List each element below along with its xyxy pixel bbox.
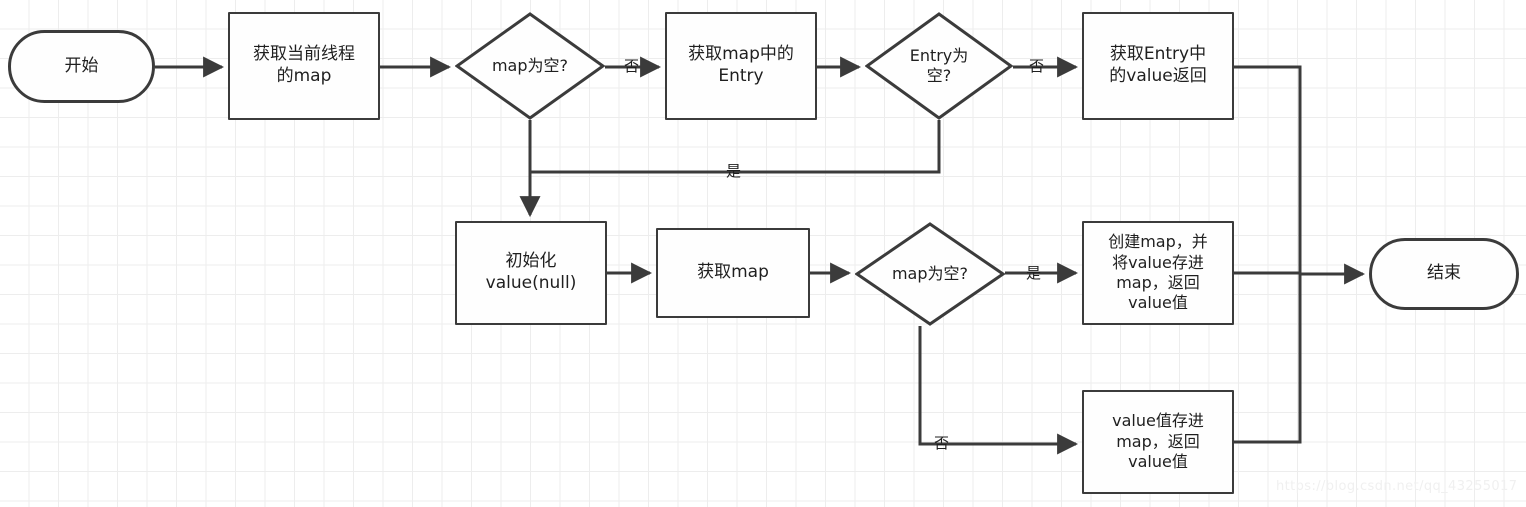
edge-storevalue-to-rail <box>1234 274 1302 444</box>
node-get-thread-map[interactable]: 获取当前线程 的map <box>228 12 380 120</box>
diamond-shape <box>455 12 605 120</box>
node-store-value[interactable]: value值存进 map，返回 value值 <box>1082 390 1234 494</box>
node-label: Entry为 空? <box>909 45 969 85</box>
edge-label-no-1: 否 <box>624 57 640 75</box>
node-label: map为空? <box>491 55 569 75</box>
node-label: 获取map <box>697 262 769 283</box>
edge-returnvalue-to-end <box>1234 65 1366 285</box>
diamond-shape <box>865 12 1013 120</box>
node-label: map为空? <box>891 263 969 283</box>
node-label: 结束 <box>1427 263 1461 284</box>
node-get-entry[interactable]: 获取map中的 Entry <box>665 12 817 120</box>
node-entry-empty[interactable]: Entry为 空? <box>865 12 1013 120</box>
node-label: 初始化 value(null) <box>485 251 577 293</box>
node-label: 获取map中的 Entry <box>688 44 794 86</box>
node-get-map[interactable]: 获取map <box>656 228 810 318</box>
edge-label-no-2: 否 <box>1029 57 1045 75</box>
node-start[interactable]: 开始 <box>8 30 155 103</box>
node-label: 获取当前线程 的map <box>253 44 355 86</box>
node-label: 创建map，并 将value存进 map，返回 value值 <box>1108 232 1208 313</box>
node-label: value值存进 map，返回 value值 <box>1112 411 1204 472</box>
node-map-empty-2[interactable]: map为空? <box>855 222 1005 326</box>
edge-label-no-3: 否 <box>934 434 950 452</box>
edge-label-yes-1: 是 <box>726 162 742 180</box>
diamond-shape <box>855 222 1005 326</box>
node-end[interactable]: 结束 <box>1369 238 1519 310</box>
node-create-map-store[interactable]: 创建map，并 将value存进 map，返回 value值 <box>1082 221 1234 325</box>
node-label: 获取Entry中 的value返回 <box>1109 44 1207 86</box>
node-init-value[interactable]: 初始化 value(null) <box>455 221 607 325</box>
node-return-entry-value[interactable]: 获取Entry中 的value返回 <box>1082 12 1234 120</box>
edge-decision3-no <box>918 326 1079 455</box>
edge-label-yes-2: 是 <box>1026 264 1042 282</box>
node-label: 开始 <box>64 55 99 76</box>
node-map-empty-1[interactable]: map为空? <box>455 12 605 120</box>
watermark: https://blog.csdn.net/qq_43255017 <box>1276 479 1518 494</box>
